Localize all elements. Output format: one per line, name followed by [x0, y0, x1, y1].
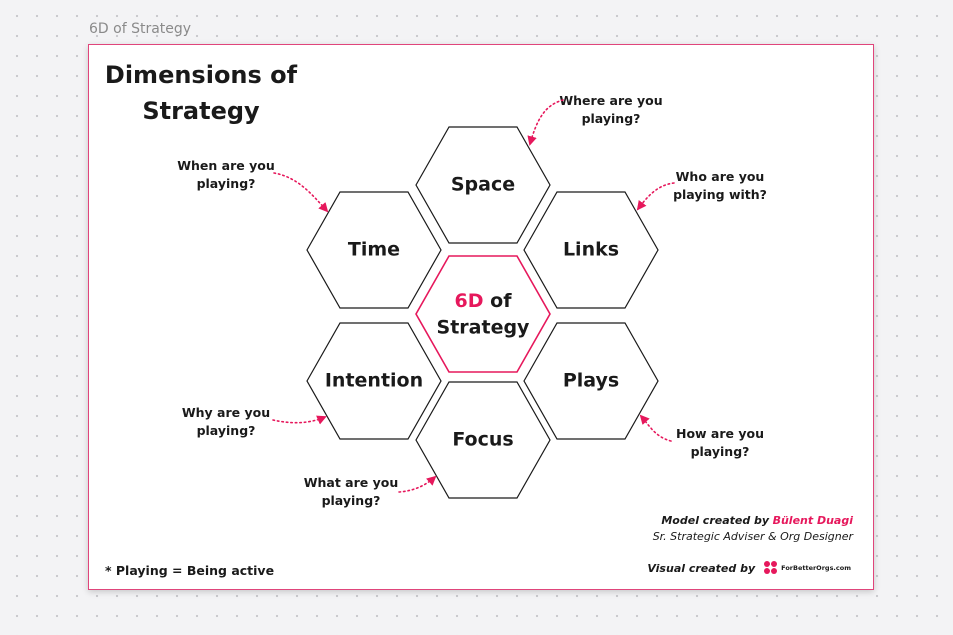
arrow-time: [273, 172, 329, 213]
hexagon-label-focus: Focus: [452, 429, 513, 451]
question-intention-line2: playing?: [197, 423, 256, 438]
arrow-plays: [639, 414, 672, 442]
arrow-space: [527, 99, 564, 146]
frame-label[interactable]: 6D of Strategy: [89, 21, 192, 37]
question-time: When are you playing?: [177, 158, 329, 213]
arrow-intention: [272, 415, 327, 425]
credit-prefix: Model created by: [661, 514, 770, 527]
question-intention: Why are you playing?: [182, 405, 327, 438]
question-space: Where are you playing?: [527, 93, 663, 146]
forbetterorgs-logo-icon: [764, 561, 778, 574]
diagram-title: Dimensions of Strategy: [104, 61, 298, 125]
hexagon-label-space: Space: [451, 174, 515, 196]
question-focus: What are you playing?: [304, 475, 437, 508]
hexagon-links[interactable]: Links: [523, 191, 659, 309]
credit-role: Sr. Strategic Adviser & Org Designer: [652, 530, 853, 543]
question-focus-line2: playing?: [322, 493, 381, 508]
strategy-board[interactable]: Dimensions of Strategy Space Time Links …: [88, 44, 874, 590]
hexagon-intention[interactable]: Intention: [306, 322, 442, 440]
arrow-focus: [398, 475, 437, 493]
question-intention-line1: Why are you: [182, 405, 270, 420]
question-space-line1: Where are you: [559, 93, 662, 108]
hexagon-center[interactable]: 6D of Strategy: [415, 255, 551, 373]
model-credit: Model created by Bülent Duagi Sr. Strate…: [653, 513, 853, 545]
hexagon-label-intention: Intention: [325, 370, 423, 392]
hexagon-label-links: Links: [563, 239, 619, 261]
question-links-line1: Who are you: [676, 169, 765, 184]
hexagon-focus[interactable]: Focus: [415, 381, 551, 499]
hexagon-diagram: Space Time Links 6D of Strategy Intentio…: [177, 93, 767, 508]
logo-text: ForBetterOrgs.com: [781, 564, 851, 572]
question-space-line2: playing?: [582, 111, 641, 126]
question-plays-line2: playing?: [691, 444, 750, 459]
credit-author: Bülent Duagi: [772, 514, 853, 527]
visual-credit: Visual created by ForBetterOrgs.com: [647, 560, 851, 576]
hexagon-time[interactable]: Time: [306, 191, 442, 309]
center-label-line1: 6D of: [455, 290, 513, 312]
question-links: Who are you playing with?: [636, 169, 767, 211]
visual-credit-label: Visual created by: [647, 561, 756, 575]
question-plays: How are you playing?: [639, 414, 764, 459]
question-plays-line1: How are you: [676, 426, 764, 441]
center-rest: of: [484, 290, 513, 312]
arrow-links: [636, 182, 675, 211]
question-links-line2: playing with?: [673, 187, 767, 202]
hexagon-plays[interactable]: Plays: [523, 322, 659, 440]
center-label-line2: Strategy: [437, 317, 531, 339]
forbetterorgs-logo: ForBetterOrgs.com: [763, 560, 851, 576]
center-accent: 6D: [455, 290, 484, 312]
footnote: * Playing = Being active: [105, 563, 275, 578]
hexagon-space[interactable]: Space: [415, 126, 551, 244]
question-time-line1: When are you: [177, 158, 274, 173]
hexagon-label-plays: Plays: [563, 370, 619, 392]
hexagon-label-time: Time: [348, 239, 400, 261]
question-time-line2: playing?: [197, 176, 256, 191]
credit-line1: Model created by Bülent Duagi: [653, 513, 853, 529]
question-focus-line1: What are you: [304, 475, 399, 490]
